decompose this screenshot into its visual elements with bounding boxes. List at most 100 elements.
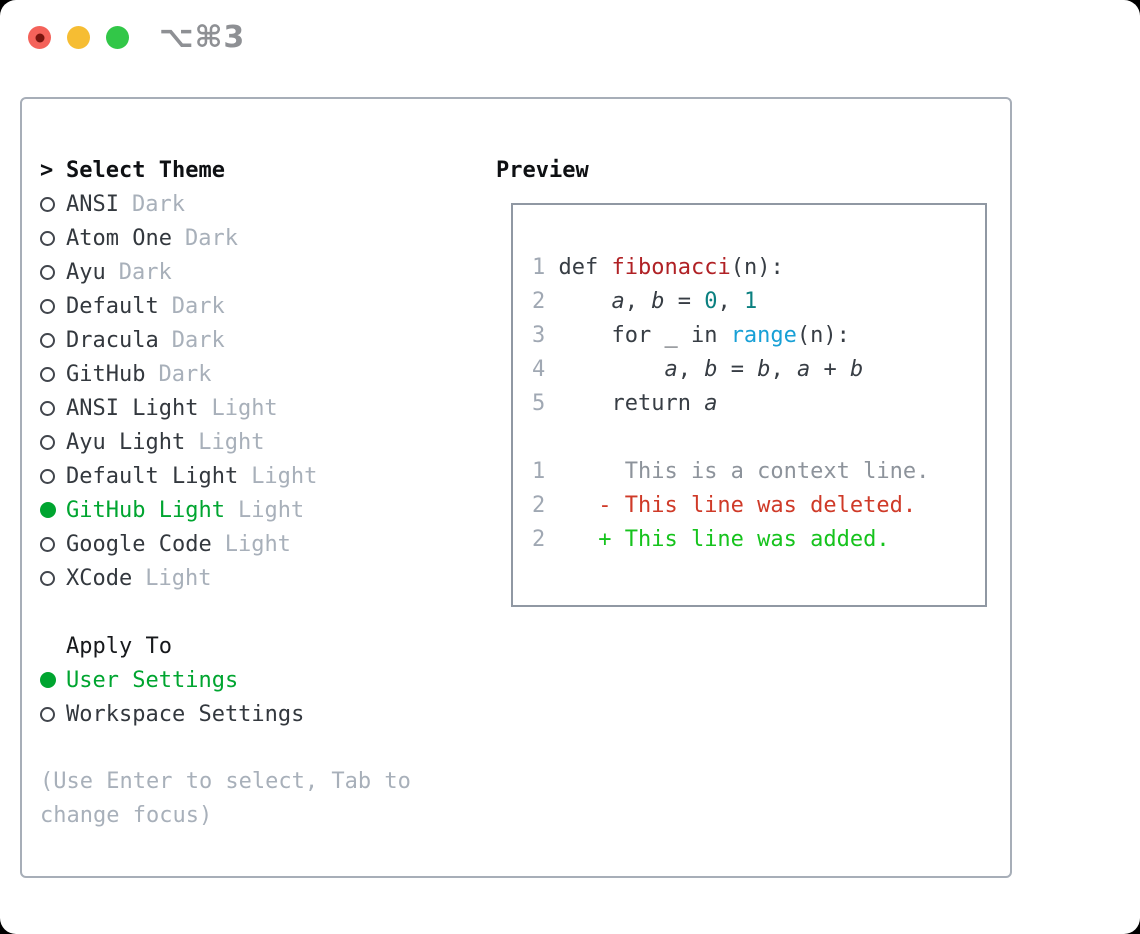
radio-dot: [40, 366, 55, 382]
window-title-shortcut: ⌥⌘3: [159, 20, 246, 55]
prompt-marker: >: [40, 157, 54, 183]
radio-dot: [40, 332, 55, 348]
radio-icon: [40, 298, 66, 314]
radio-icon: [40, 706, 66, 722]
theme-variant: Dark: [118, 259, 172, 285]
hint-line-1: (Use Enter to select, Tab to: [40, 769, 411, 794]
theme-name: Default Light: [66, 463, 239, 489]
preview-diff-line: 1 This is a context line.: [532, 459, 930, 484]
preview-diff-line: 2 + This line was added.: [532, 527, 890, 552]
preview-code-line: 4 a, b = b, a + b: [532, 357, 864, 382]
select-theme-title: Select Theme: [66, 157, 225, 183]
theme-variant: Light: [211, 395, 278, 421]
preview-diff-line: 2 - This line was deleted.: [532, 493, 917, 518]
theme-name: Default: [66, 293, 159, 319]
radio-dot: [40, 298, 55, 314]
radio-dot: [40, 468, 55, 484]
apply-option-workspace-settings[interactable]: Workspace Settings: [40, 697, 496, 731]
theme-option-xcode[interactable]: XCode Light: [40, 561, 496, 595]
theme-name: XCode: [66, 565, 133, 591]
theme-variant: Dark: [131, 191, 185, 217]
theme-variant: Light: [145, 565, 212, 591]
apply-option-user-settings[interactable]: User Settings: [40, 663, 496, 697]
theme-name: Dracula: [66, 327, 159, 353]
radio-icon: [40, 366, 66, 382]
select-theme-prompt: > Select Theme: [40, 153, 496, 187]
theme-name: Google Code: [66, 531, 212, 557]
theme-name: ANSI Light: [66, 395, 199, 421]
apply-to-label: Apply To: [40, 629, 496, 663]
radio-icon: [40, 434, 66, 450]
radio-dot: [40, 502, 56, 518]
radio-dot: [40, 706, 55, 722]
radio-icon: [40, 196, 66, 212]
selected-radio-icon: [40, 502, 66, 518]
radio-dot: [40, 400, 55, 416]
preview-code-line: 2 a, b = 0, 1: [532, 289, 758, 314]
theme-variant: Dark: [171, 327, 225, 353]
radio-dot: [40, 672, 56, 688]
theme-name: Atom One: [66, 225, 172, 251]
theme-variant: Light: [224, 531, 291, 557]
radio-dot: [40, 196, 55, 212]
preview-code-line: 5 return a: [532, 391, 718, 416]
zoom-button[interactable]: [106, 26, 129, 49]
theme-name: Ayu: [66, 259, 106, 285]
titlebar: ⌥⌘3: [0, 0, 1140, 75]
theme-name: GitHub Light: [66, 497, 225, 523]
theme-variant: Light: [198, 429, 265, 455]
theme-option-github[interactable]: GitHub Dark: [40, 357, 496, 391]
theme-variant: Light: [251, 463, 318, 489]
theme-option-ayu-light[interactable]: Ayu Light Light: [40, 425, 496, 459]
preview-code-line: 3 for _ in range(n):: [532, 323, 850, 348]
theme-option-ansi-light[interactable]: ANSI Light Light: [40, 391, 496, 425]
theme-option-github-light[interactable]: GitHub Light Light: [40, 493, 496, 527]
theme-name: ANSI: [66, 191, 119, 217]
radio-icon: [40, 264, 66, 280]
selected-radio-icon: [40, 672, 66, 688]
radio-dot: [40, 536, 55, 552]
theme-name: Ayu Light: [66, 429, 186, 455]
radio-icon: [40, 536, 66, 552]
radio-dot: [40, 264, 55, 280]
theme-option-google-code[interactable]: Google Code Light: [40, 527, 496, 561]
preview-title: Preview: [496, 157, 589, 183]
apply-option-name: Workspace Settings: [66, 701, 305, 727]
theme-option-atom-one[interactable]: Atom One Dark: [40, 221, 496, 255]
theme-variant: Light: [237, 497, 305, 523]
theme-variant: Dark: [171, 293, 225, 319]
radio-icon: [40, 230, 66, 246]
minimize-button[interactable]: [67, 26, 90, 49]
radio-icon: [40, 468, 66, 484]
radio-dot: [40, 434, 55, 450]
close-button[interactable]: [28, 26, 51, 49]
theme-option-ansi[interactable]: ANSI Dark: [40, 187, 496, 221]
traffic-lights: [28, 26, 129, 49]
radio-icon: [40, 400, 66, 416]
theme-name: GitHub: [66, 361, 146, 387]
theme-option-ayu[interactable]: Ayu Dark: [40, 255, 496, 289]
theme-variant: Dark: [158, 361, 212, 387]
hint-text: (Use Enter to select, Tab to change focu…: [40, 765, 496, 833]
radio-dot: [40, 570, 55, 586]
radio-dot: [40, 230, 55, 246]
preview-code-line: 1 def fibonacci(n):: [532, 255, 784, 280]
theme-option-dracula[interactable]: Dracula Dark: [40, 323, 496, 357]
apply-to-title: Apply To: [66, 633, 172, 659]
theme-option-default[interactable]: Default Dark: [40, 289, 496, 323]
hint-line-2: change focus): [40, 803, 213, 828]
apply-option-name: User Settings: [66, 667, 239, 693]
theme-variant: Dark: [184, 225, 238, 251]
preview-diff-block: 1 This is a context line. 2 - This line w…: [532, 455, 985, 557]
theme-option-default-light[interactable]: Default Light Light: [40, 459, 496, 493]
radio-icon: [40, 332, 66, 348]
radio-icon: [40, 570, 66, 586]
preview-box: 1 def fibonacci(n): 2 a, b = 0, 1 3 for _ …: [511, 203, 987, 607]
preview-code-block: 1 def fibonacci(n): 2 a, b = 0, 1 3 for _ …: [532, 251, 985, 421]
